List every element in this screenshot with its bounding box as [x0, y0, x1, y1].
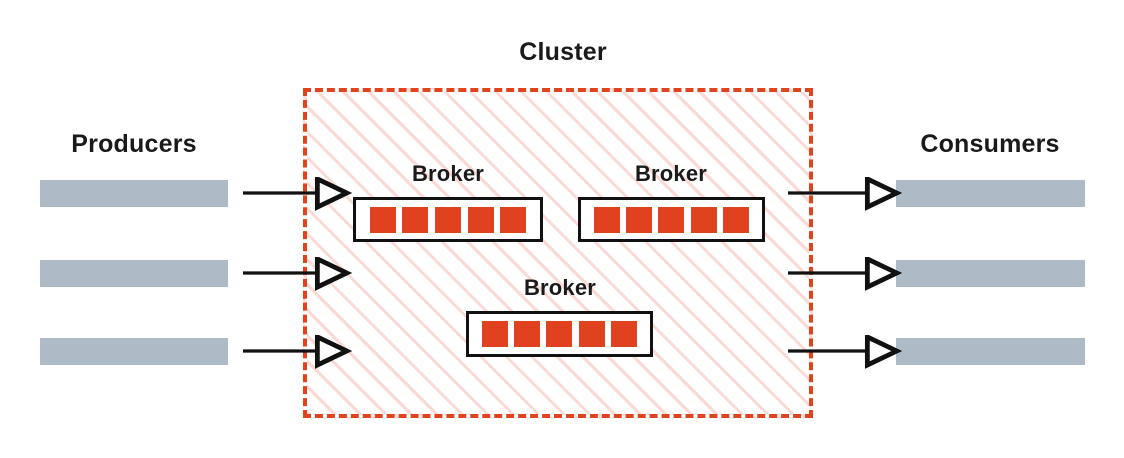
partition-cell	[594, 206, 621, 233]
cluster-title: Cluster	[519, 38, 607, 66]
consumer-node[interactable]	[896, 338, 1085, 365]
partition-cell	[402, 206, 429, 233]
broker-label: Broker	[523, 275, 597, 300]
broker-card[interactable]	[578, 197, 765, 242]
partition-cell	[500, 206, 527, 233]
partition-cell	[658, 206, 685, 233]
partition-cell	[578, 321, 605, 347]
producer-node[interactable]	[40, 260, 228, 287]
broker-card[interactable]	[466, 311, 653, 357]
partition-cell	[369, 206, 396, 233]
partition-cell	[434, 206, 461, 233]
partition-cell	[514, 321, 541, 347]
broker-card[interactable]	[353, 197, 543, 242]
producer-node[interactable]	[40, 338, 228, 365]
consumer-node[interactable]	[896, 260, 1085, 287]
consumer-node[interactable]	[896, 180, 1085, 207]
partition-cell	[482, 321, 509, 347]
partition-cell	[722, 206, 749, 233]
partition-cell	[626, 206, 653, 233]
partition-cell	[610, 321, 637, 347]
partition-cell	[546, 321, 573, 347]
broker-label: Broker	[411, 161, 485, 186]
consumers-title: Consumers	[920, 130, 1060, 158]
producer-node[interactable]	[40, 180, 228, 207]
producers-title: Producers	[71, 130, 197, 158]
partition-cell	[467, 206, 494, 233]
partition-cell	[690, 206, 717, 233]
cluster-boundary	[303, 88, 813, 418]
broker-label: Broker	[634, 161, 708, 186]
